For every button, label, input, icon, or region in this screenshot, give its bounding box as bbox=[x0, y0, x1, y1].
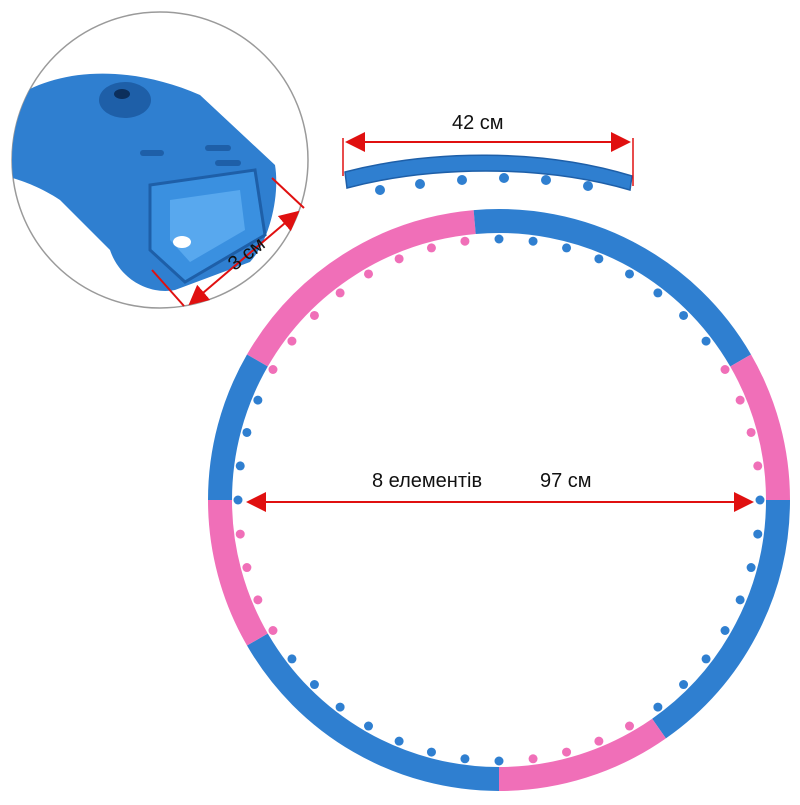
hoop-massage-nub bbox=[268, 365, 278, 374]
width-arrow bbox=[188, 210, 300, 306]
hoop-segment bbox=[246, 633, 500, 791]
hoop-massage-nub bbox=[287, 654, 297, 664]
hoop-massage-nub bbox=[594, 736, 604, 746]
hoop-massage-nub bbox=[720, 626, 730, 635]
hoop-segment bbox=[208, 354, 268, 501]
hoop-massage-nub bbox=[460, 236, 470, 246]
hoop-massage-nub bbox=[494, 756, 504, 766]
hoop-massage-nub bbox=[679, 310, 689, 320]
hoop-segment bbox=[730, 354, 790, 501]
hoop-massage-nub bbox=[460, 754, 470, 764]
hoop-massage-nub bbox=[653, 288, 663, 298]
segment-massage-nubs bbox=[375, 173, 593, 195]
hoop-massage-nub bbox=[253, 595, 263, 605]
hoop-massage-nub bbox=[594, 254, 604, 264]
hoop-massage-nub bbox=[335, 702, 345, 712]
hoop-massage-nub bbox=[242, 427, 252, 437]
hoop-segment bbox=[473, 209, 752, 367]
hoop-massage-nub bbox=[235, 529, 245, 539]
hoop-massage-nub bbox=[562, 747, 572, 757]
hoop-massage-nub bbox=[233, 495, 243, 505]
hoop-massage-nub bbox=[625, 721, 634, 731]
hoop-massage-nub bbox=[562, 243, 572, 253]
hoop-massage-nub bbox=[364, 721, 373, 731]
hoop-massage-nub bbox=[653, 702, 663, 712]
segment-tube bbox=[344, 154, 633, 191]
elements-count-label: 8 елементів bbox=[372, 470, 483, 492]
hoop-massage-nub bbox=[335, 288, 345, 298]
hula-hoop bbox=[208, 209, 790, 791]
hoop-massage-nub bbox=[253, 395, 263, 405]
width-extension-line-top bbox=[271, 177, 305, 209]
hoop-massage-nub bbox=[309, 310, 319, 320]
hoop-massage-nub bbox=[735, 395, 745, 405]
hoop-massage-nub bbox=[735, 595, 745, 605]
hoop-massage-nub bbox=[755, 495, 765, 505]
closeup-inset bbox=[11, 11, 309, 309]
hoop-massage-nub bbox=[309, 680, 319, 690]
hoop-massage-nub bbox=[235, 461, 245, 471]
hoop-massage-nub bbox=[364, 269, 373, 279]
hoop-massage-nub bbox=[287, 336, 297, 346]
hoop-massage-nub bbox=[528, 236, 538, 246]
hoop-massage-nub bbox=[426, 243, 436, 253]
hoop-massage-nub bbox=[268, 626, 278, 635]
hoop-massage-nub bbox=[394, 254, 404, 264]
hoop-massage-nub bbox=[528, 754, 538, 764]
hoop-massage-nub bbox=[679, 680, 689, 690]
hoop-segment bbox=[652, 499, 790, 739]
segment-length-label: 42 см bbox=[452, 112, 504, 134]
hoop-segment bbox=[246, 210, 476, 367]
hoop-massage-nub bbox=[625, 269, 634, 279]
hoop-massage-nub bbox=[701, 654, 711, 664]
diameter-label: 97 см bbox=[540, 470, 592, 492]
hoop-massage-nub bbox=[494, 234, 504, 244]
hoop-massage-nub bbox=[701, 336, 711, 346]
hoop-segment bbox=[208, 499, 268, 646]
hoop-massage-nub bbox=[746, 563, 756, 573]
hoop-massage-nub bbox=[242, 563, 252, 573]
hoop-massage-nub bbox=[753, 529, 763, 539]
width-extension-line-bottom bbox=[151, 269, 185, 307]
hoop-massage-nub bbox=[746, 427, 756, 437]
single-segment bbox=[342, 132, 634, 195]
hoop-massage-nub bbox=[753, 461, 763, 471]
hoop-segment bbox=[498, 718, 666, 791]
hoop-massage-nub bbox=[394, 736, 404, 746]
hoop-massage-nub bbox=[426, 747, 436, 757]
hoop-massage-nub bbox=[720, 365, 730, 374]
